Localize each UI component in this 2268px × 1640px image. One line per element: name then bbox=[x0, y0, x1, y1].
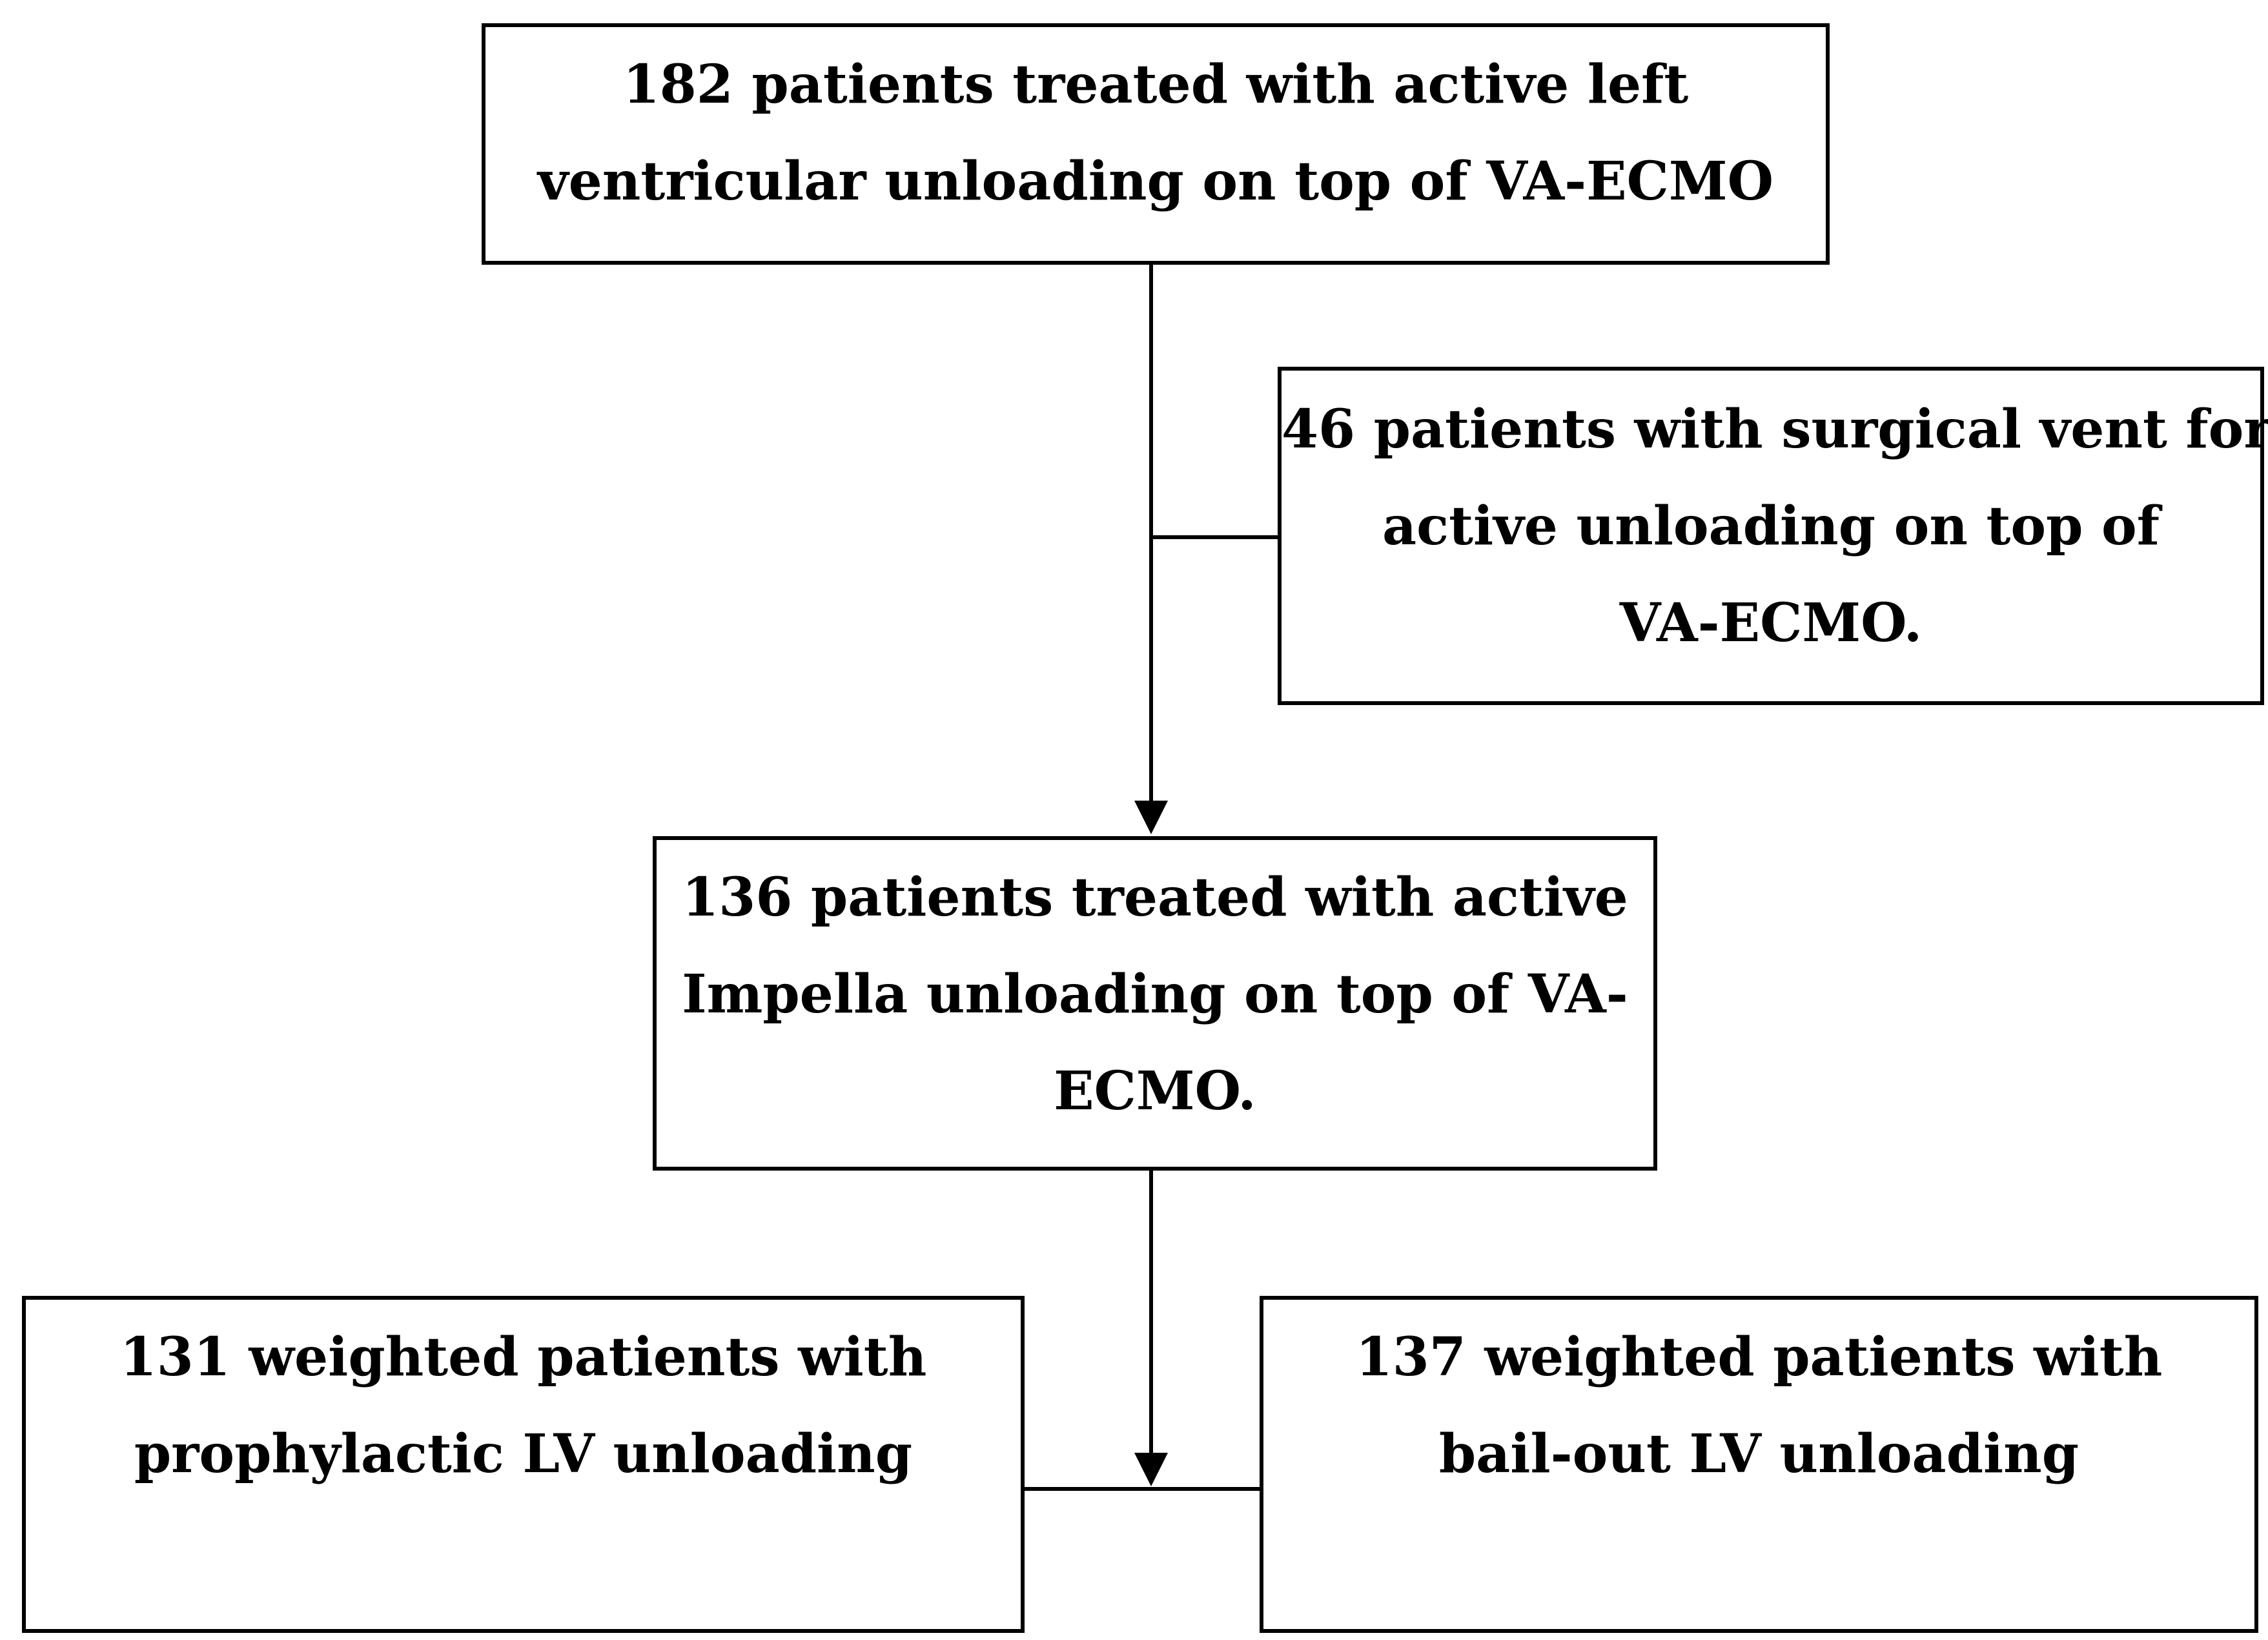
excluded-box: 46 patients with surgical vent for activ… bbox=[1278, 367, 2268, 705]
excluded-box-line-3: VA-ECMO. bbox=[1619, 592, 1923, 654]
start-box: 182 patients treated with active left ve… bbox=[482, 23, 1830, 265]
arrowhead-impella bbox=[1134, 801, 1168, 834]
impella-box-line-3: ECMO. bbox=[1054, 1060, 1256, 1122]
start-box-line-1: 182 patients treated with active left bbox=[622, 54, 1689, 116]
start-box-line-2: ventricular unloading on top of VA-ECMO bbox=[537, 150, 1774, 212]
bailout-box-line-2: bail-out LV unloading bbox=[1438, 1423, 2079, 1485]
bailout-box-line-1: 137 weighted patients with bbox=[1355, 1326, 2163, 1388]
arrowhead-split bbox=[1134, 1453, 1168, 1486]
impella-box-line-2: Impella unloading on top of VA- bbox=[682, 963, 1628, 1025]
bailout-box: 137 weighted patients with bail-out LV u… bbox=[1260, 1296, 2258, 1633]
impella-box-line-1: 136 patients treated with active bbox=[682, 866, 1628, 928]
prophylactic-box: 131 weighted patients with prophylactic … bbox=[22, 1296, 1025, 1633]
prophylactic-box-line-2: prophylactic LV unloading bbox=[134, 1423, 913, 1485]
prophylactic-box-line-1: 131 weighted patients with bbox=[119, 1326, 927, 1388]
excluded-box-line-1: 46 patients with surgical vent for bbox=[1282, 398, 2268, 460]
excluded-box-line-2: active unloading on top of bbox=[1382, 495, 2160, 557]
impella-box: 136 patients treated with active Impella… bbox=[653, 836, 1657, 1171]
